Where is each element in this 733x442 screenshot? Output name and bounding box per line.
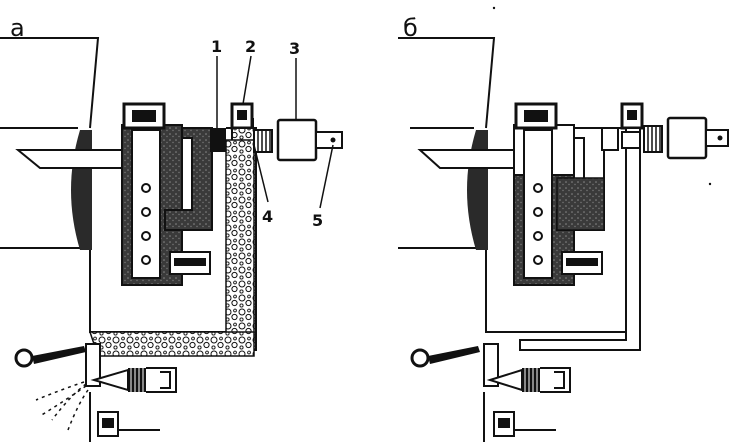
nozzle-block xyxy=(85,343,101,387)
lower-block-fill-b xyxy=(566,258,598,266)
callout-4: 4 xyxy=(262,207,273,226)
spring-coils xyxy=(257,130,271,152)
bottom-mount-fill xyxy=(102,418,114,428)
part-5-pin xyxy=(330,137,336,143)
lever-knob-b xyxy=(410,348,430,368)
part-5-pin-b xyxy=(717,135,723,141)
needle-spring xyxy=(128,368,146,392)
panel-a-label: а xyxy=(10,14,25,42)
cylinder-rim xyxy=(71,130,92,250)
jet-holes xyxy=(141,183,151,265)
throttle-shaft-b xyxy=(417,149,521,169)
needle-head-b xyxy=(540,367,571,393)
part-3-body-b xyxy=(666,116,708,160)
callout-leaders xyxy=(216,55,334,209)
part-5-shaft xyxy=(315,131,343,149)
needle-spring-coils xyxy=(130,368,144,392)
nozzle-block-b xyxy=(483,343,499,387)
needle-spring-b xyxy=(522,368,540,392)
lever-knob xyxy=(14,348,34,368)
part-5-shaft-b xyxy=(705,129,729,147)
valve-2-cap-fill xyxy=(237,110,247,120)
air-channel-wide xyxy=(225,139,255,341)
needle-spring-coils-b xyxy=(524,368,538,392)
panel-a: а xyxy=(0,14,343,442)
valve-2-cap-fill-b xyxy=(627,110,637,120)
stray-dot-2 xyxy=(708,182,712,186)
air-channel-bottom xyxy=(88,331,255,357)
fuel-spray xyxy=(35,381,89,431)
panel-b: б xyxy=(398,6,729,442)
lower-block-fill xyxy=(174,258,206,266)
float-chamber-inner-b xyxy=(523,129,553,279)
part-3-body xyxy=(276,118,318,162)
bottom-mount-b xyxy=(483,392,515,442)
cylinder-rim-b xyxy=(467,130,488,250)
callout-1: 1 xyxy=(211,37,222,56)
air-channel-b xyxy=(519,127,641,351)
valve-1-b xyxy=(601,127,619,151)
callout-3: 3 xyxy=(289,39,300,58)
needle-head xyxy=(146,367,177,393)
panel-b-label: б xyxy=(403,14,418,42)
fuel-channel xyxy=(164,127,213,231)
lever-handle xyxy=(32,346,86,364)
valve-slot-b xyxy=(621,131,641,149)
fuel-channel-low-b xyxy=(556,177,605,231)
throttle-shaft xyxy=(15,149,129,169)
float-chamber-cap-fill-b xyxy=(524,110,548,122)
float-chamber-inner xyxy=(131,129,161,279)
lever-handle-b xyxy=(428,346,480,364)
valve-1 xyxy=(210,128,226,152)
jet-holes-b xyxy=(533,183,543,265)
bottom-mount-fill-b xyxy=(498,418,510,428)
callout-2: 2 xyxy=(245,37,256,56)
stray-dot xyxy=(492,6,496,10)
float-chamber-cap-fill xyxy=(132,110,156,122)
spring-coils-b xyxy=(647,126,661,152)
bottom-mount xyxy=(89,392,119,442)
callout-5: 5 xyxy=(312,211,323,230)
